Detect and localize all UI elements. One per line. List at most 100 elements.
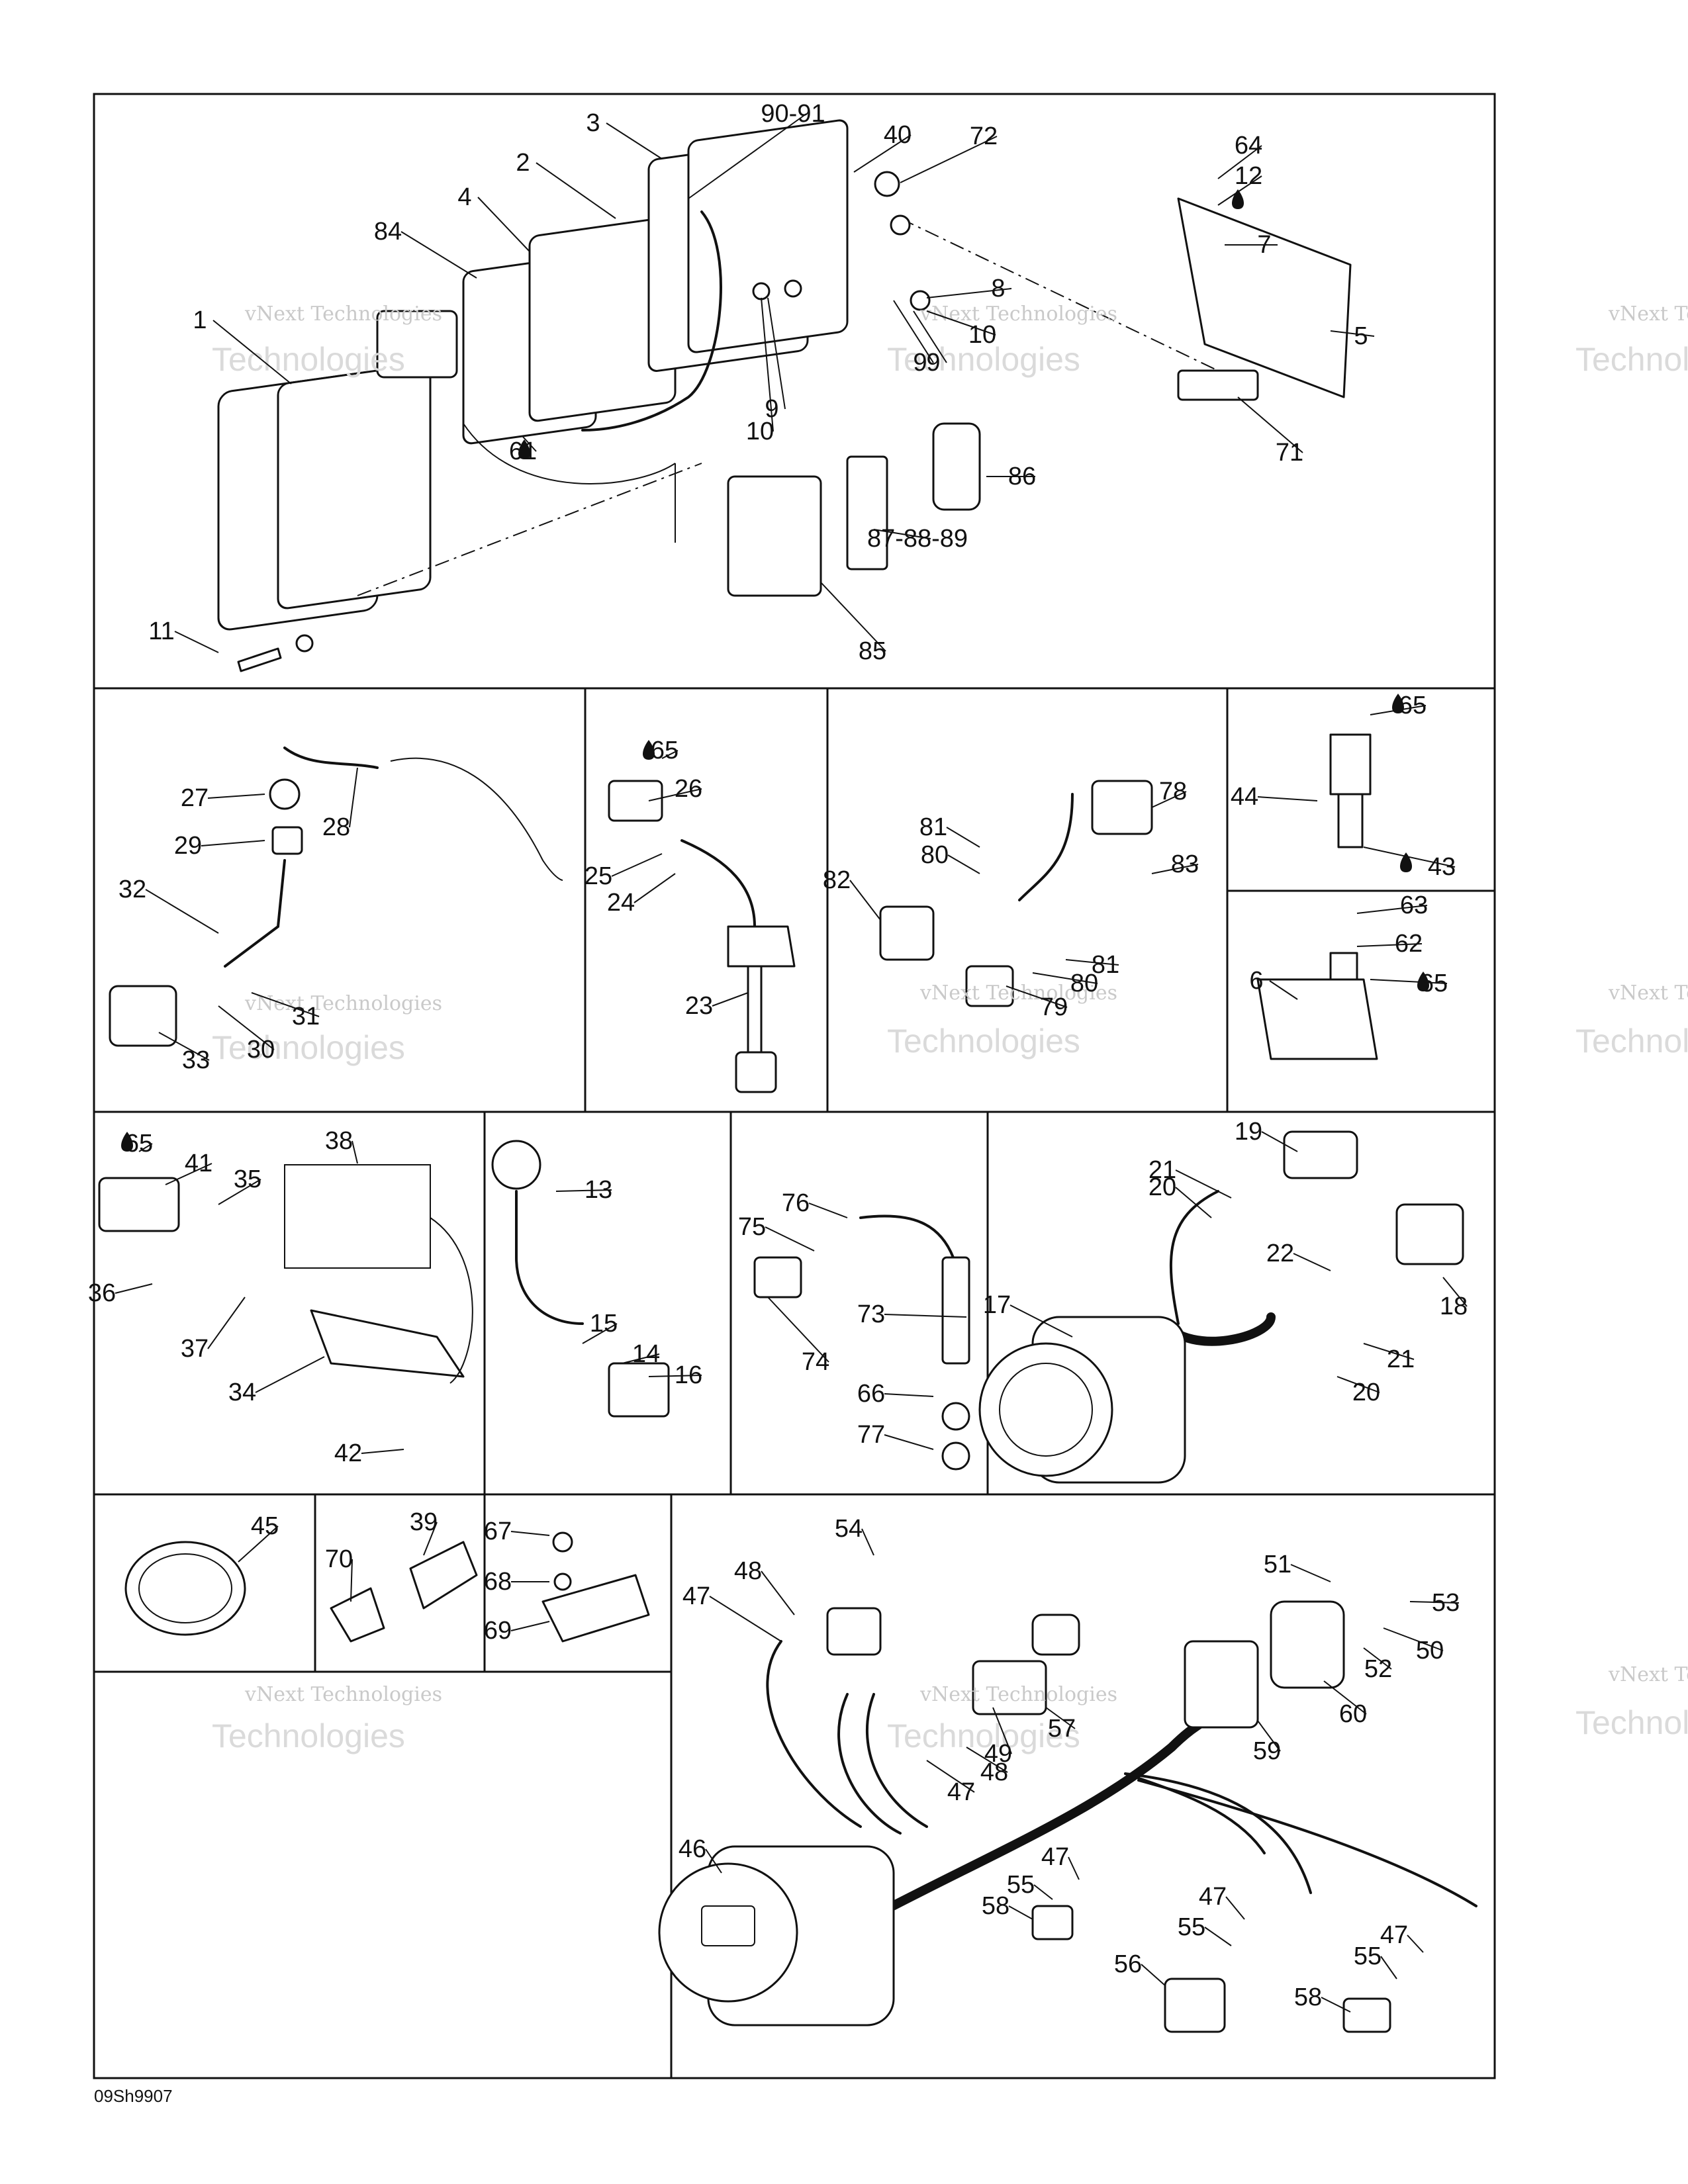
callout-number: 44 xyxy=(1231,783,1258,811)
callout-number: 79 xyxy=(1040,993,1068,1021)
callout: 44 xyxy=(1231,783,1318,811)
leader-line xyxy=(606,122,663,159)
leader-line xyxy=(1293,1253,1331,1271)
leader-line xyxy=(648,1375,702,1377)
callout-number: 10 xyxy=(968,321,996,349)
callout: 42 xyxy=(334,1439,404,1467)
watermark-line2: Technologies xyxy=(887,1023,1080,1060)
callout-number: 8 xyxy=(991,275,1005,302)
callout: 32 xyxy=(118,876,219,934)
callout: 65 xyxy=(1370,970,1448,997)
callout: 84 xyxy=(374,218,477,279)
callout: 35 xyxy=(218,1165,261,1205)
drop-icon xyxy=(1232,189,1244,209)
watermark-line1: vNext Technologies xyxy=(919,302,1117,326)
leader-line xyxy=(1321,1997,1351,2013)
leader-line xyxy=(555,1189,612,1192)
callout-number: 80 xyxy=(1070,970,1098,997)
callout: 47 xyxy=(1199,1883,1245,1920)
callout-number: 73 xyxy=(857,1300,885,1328)
callout-number: 3 xyxy=(586,109,600,137)
callout-number: 27 xyxy=(181,784,209,812)
leader-line xyxy=(158,1032,210,1061)
callout-number: 58 xyxy=(982,1892,1009,1920)
callout: 49 xyxy=(984,1707,1012,1768)
leader-line xyxy=(688,113,807,199)
leader-line xyxy=(1175,1187,1212,1218)
callout: 28 xyxy=(322,767,358,841)
callout-number: 90-91 xyxy=(761,100,825,128)
callout: 10 xyxy=(746,297,774,445)
callout-number: 12 xyxy=(1235,162,1262,190)
callout: 25 xyxy=(585,853,663,890)
drop-icon xyxy=(1417,972,1429,991)
callout-number: 46 xyxy=(679,1835,706,1863)
leader-line xyxy=(349,767,358,828)
callout: 1 xyxy=(193,306,292,385)
callout-number: 6 xyxy=(1249,967,1263,995)
callout-number: 4 xyxy=(457,183,471,211)
callout-number: 77 xyxy=(857,1421,885,1449)
leader-line xyxy=(218,1005,275,1050)
leader-line xyxy=(1033,1884,1053,1900)
callout-number: 26 xyxy=(675,775,702,803)
callout-number: 22 xyxy=(1266,1240,1294,1267)
watermark-line2: Technologies xyxy=(212,341,405,378)
callout: 6 xyxy=(1249,967,1298,1000)
callout: 78 xyxy=(1151,778,1187,808)
callout-number: 17 xyxy=(983,1291,1011,1319)
watermark-line1: vNext Technologies xyxy=(1608,302,1688,326)
callout: 2 xyxy=(516,149,616,219)
leader-line xyxy=(1330,330,1375,337)
top-panel-drawing xyxy=(217,119,1352,672)
leader-line xyxy=(622,1353,660,1364)
leader-line xyxy=(1336,1376,1380,1393)
callout: 19 xyxy=(1235,1118,1298,1152)
callout-number: 86 xyxy=(1008,463,1036,490)
callout-number: 64 xyxy=(1235,132,1262,159)
callout-number: 54 xyxy=(835,1515,863,1543)
callout: 20 xyxy=(1149,1173,1212,1218)
callout: 48 xyxy=(734,1557,795,1615)
callout: 16 xyxy=(648,1361,702,1389)
leader-line xyxy=(946,827,980,848)
leader-line xyxy=(1356,905,1428,914)
drop-icon xyxy=(518,439,530,459)
leader-line xyxy=(350,1559,353,1602)
callout-number: 76 xyxy=(782,1189,810,1217)
leader-line xyxy=(207,794,265,799)
leader-line xyxy=(582,1323,618,1344)
callout: 31 xyxy=(251,992,320,1030)
drop-icon xyxy=(121,1132,133,1152)
callout: 86 xyxy=(986,463,1036,490)
callout: 22 xyxy=(1266,1240,1331,1271)
row2-drawings xyxy=(109,733,1378,1093)
leader-line xyxy=(255,1356,325,1393)
leader-line xyxy=(510,1621,550,1631)
leader-line xyxy=(1237,396,1303,453)
callout: 57 xyxy=(1045,1707,1076,1743)
callout-number: 37 xyxy=(181,1335,209,1363)
callout: 23 xyxy=(685,992,749,1020)
watermark-line1: vNext Technologies xyxy=(1608,1663,1688,1686)
leader-line xyxy=(1363,1647,1392,1670)
callout: 20 xyxy=(1336,1376,1380,1406)
callout-number: 1 xyxy=(193,306,207,334)
leader-line xyxy=(767,297,786,410)
callout-number: 9 xyxy=(926,349,940,377)
watermark-line2: Technologies xyxy=(212,1717,405,1754)
callout-number: 62 xyxy=(1395,930,1423,958)
callout: 39 xyxy=(410,1508,438,1556)
callout-number: 21 xyxy=(1387,1345,1415,1373)
callout: 21 xyxy=(1149,1156,1232,1199)
callout-number: 43 xyxy=(1428,853,1456,881)
callout-number: 9 xyxy=(913,349,927,377)
leader-line xyxy=(477,197,530,252)
callout: 51 xyxy=(1264,1551,1331,1582)
callout-number: 34 xyxy=(228,1379,256,1406)
leader-line xyxy=(947,854,980,874)
callout-number: 2 xyxy=(516,149,530,177)
callout: 9 xyxy=(893,300,934,377)
leader-line xyxy=(207,1297,246,1349)
callout-number: 11 xyxy=(148,617,174,645)
